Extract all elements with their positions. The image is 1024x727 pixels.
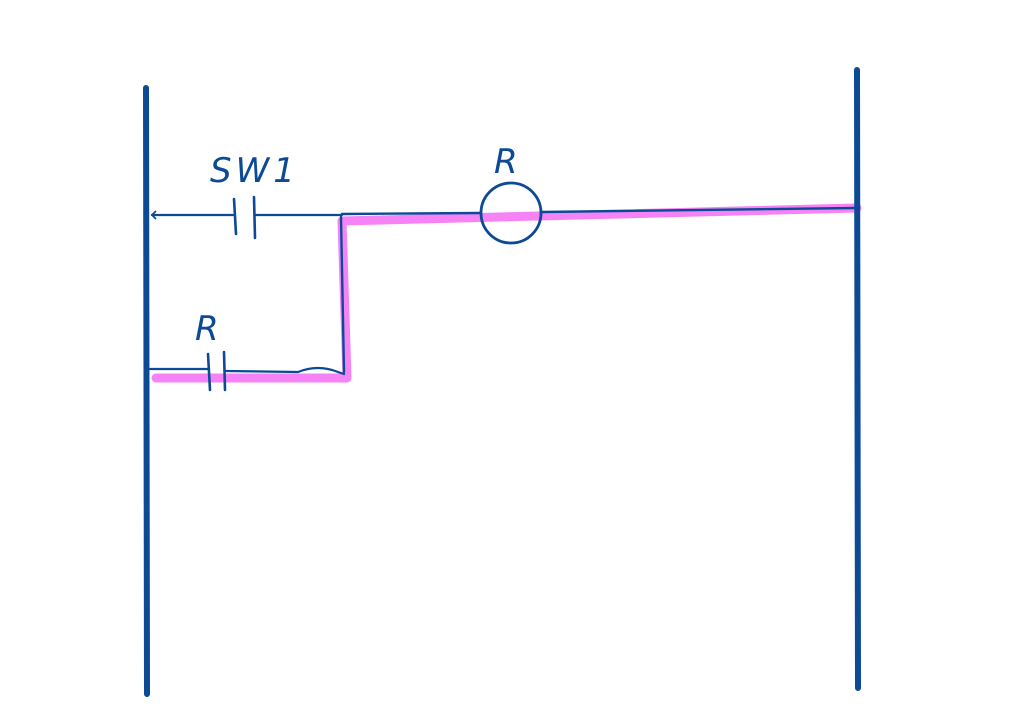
rung-2-wire [148, 366, 346, 376]
r-latch-contact [206, 350, 227, 392]
energized-path-highlight [151, 203, 862, 383]
relay-coil-r [479, 181, 543, 245]
wire-coil-to-rail [539, 206, 857, 214]
left-power-rail [143, 85, 150, 697]
branch-vertical-wire [339, 215, 346, 374]
sw1-label: SW1 [210, 151, 299, 191]
sw1-normally-open-contact [232, 195, 257, 240]
rung-1-wire [150, 210, 344, 220]
latch-contact-label: R [195, 309, 223, 349]
wire-to-coil [340, 211, 483, 216]
relay-coil-label: R [494, 142, 522, 182]
highlight-latch-branch [151, 203, 862, 383]
right-power-rail [854, 67, 861, 691]
